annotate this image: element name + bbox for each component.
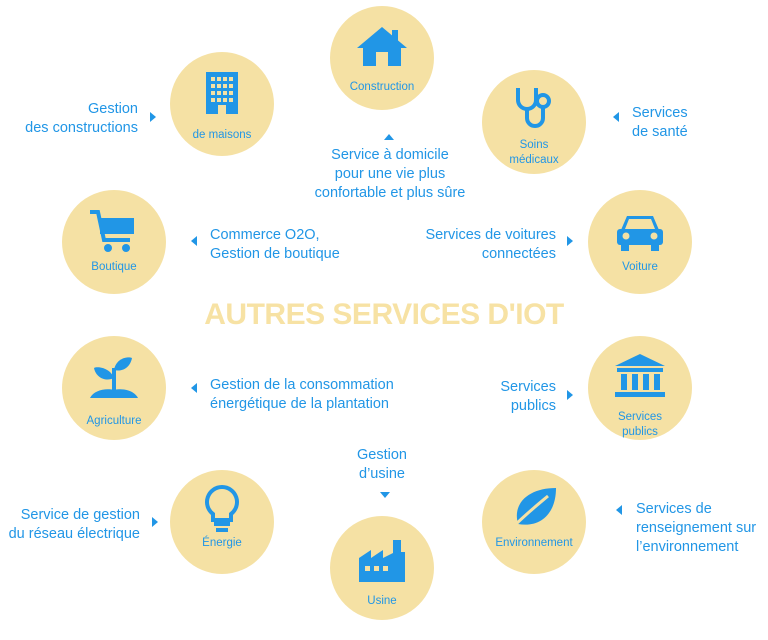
node-label: Environnement xyxy=(495,537,573,549)
node-label: Soins médicaux xyxy=(509,139,559,166)
node-services-publics: Services publics xyxy=(588,336,692,440)
diagram-title: AUTRES SERVICES D'IOT xyxy=(204,298,564,331)
desc-commerce: Commerce O2O, Gestion de boutique xyxy=(210,227,340,262)
node-soins-medicaux: Soins médicaux xyxy=(482,70,586,174)
node-label: Usine xyxy=(367,595,397,607)
node-label: Voiture xyxy=(622,261,658,273)
shopping-cart-icon xyxy=(90,210,134,252)
desc-gestion-usine: Gestion d’usine xyxy=(357,447,407,482)
factory-icon xyxy=(359,540,405,582)
node-label: Boutique xyxy=(91,261,137,273)
node-label: Construction xyxy=(349,81,415,93)
building-icon xyxy=(206,72,238,114)
arrow-right-icon xyxy=(150,112,156,122)
public-building-icon xyxy=(615,354,665,397)
arrow-left-icon xyxy=(616,505,622,515)
node-voiture: Voiture xyxy=(588,190,692,294)
arrow-left-icon xyxy=(191,236,197,246)
node-label: de maisons xyxy=(192,129,252,141)
arrow-left-icon xyxy=(613,112,619,122)
house-icon xyxy=(357,27,407,66)
desc-services-publics: Services publics xyxy=(500,379,556,414)
node-boutique: Boutique xyxy=(62,190,166,294)
arrow-right-icon xyxy=(152,517,158,527)
arrow-right-icon xyxy=(567,236,573,246)
node-agriculture: Agriculture xyxy=(62,336,166,440)
stethoscope-icon xyxy=(516,88,551,128)
desc-services-sante: Services de santé xyxy=(632,105,688,140)
node-label: Services publics xyxy=(617,411,663,438)
desc-voitures-connectees: Services de voitures connectées xyxy=(425,227,556,262)
desc-gestion-constructions: Gestion des constructions xyxy=(25,101,138,136)
leaf-icon xyxy=(510,488,556,530)
node-label: Énergie xyxy=(202,537,242,549)
desc-environnement: Services de renseignement sur l’environn… xyxy=(636,501,757,555)
sprout-icon xyxy=(90,357,138,398)
lightbulb-icon xyxy=(205,484,239,532)
node-label: Agriculture xyxy=(86,415,142,427)
node-environnement: Environnement xyxy=(482,470,586,574)
desc-reseau-electrique: Service de gestion du réseau électrique xyxy=(8,507,140,542)
desc-consommation: Gestion de la consommation énergétique d… xyxy=(210,377,394,412)
node-de-maisons: de maisons xyxy=(170,52,274,156)
node-energie: Énergie xyxy=(170,470,274,574)
arrow-left-icon xyxy=(191,383,197,393)
node-usine: Usine xyxy=(330,516,434,620)
car-icon xyxy=(617,216,663,251)
arrow-up-icon xyxy=(384,134,394,140)
arrow-right-icon xyxy=(567,390,573,400)
desc-service-domicile: Service à domicile pour une vie plus con… xyxy=(314,147,466,201)
arrow-down-icon xyxy=(380,492,390,498)
node-construction: Construction xyxy=(330,6,434,110)
